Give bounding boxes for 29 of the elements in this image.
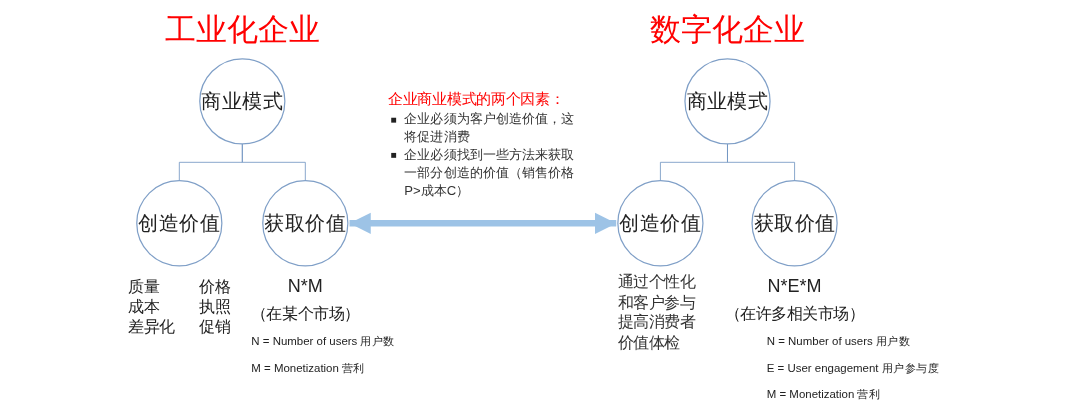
bullet-text: 企业必须为客户创造价值，这将促进消费 <box>388 110 579 146</box>
definition-text: N = Number of users 用户数 <box>767 334 911 348</box>
note-text: 质量 <box>128 277 161 298</box>
note-text: 差异化 <box>128 317 176 338</box>
arrow <box>349 212 617 234</box>
formula-text: N*M <box>288 275 324 297</box>
node-circle: 商业模式 <box>684 58 772 145</box>
note-text: （在某个市场） <box>251 304 361 322</box>
node-circle: 创造价值 <box>617 180 704 267</box>
note-text: 成本 <box>128 297 161 318</box>
connector <box>242 143 307 182</box>
node-circle: 商业模式 <box>199 58 286 145</box>
node-circle: 创造价值 <box>136 180 223 267</box>
definition-text: M = Monetization 营利 <box>767 387 881 401</box>
note-text: 促销 <box>199 317 231 338</box>
note-text: 执照 <box>199 297 231 318</box>
note-text: 通过个性化和客户参与提高消费者价值体检 <box>618 272 697 353</box>
definition-text: N = Number of users 用户数 <box>251 334 396 348</box>
definition-text: M = Monetization 营利 <box>251 361 366 375</box>
formula-text: N*E*M <box>768 275 822 297</box>
node-circle: 获取价值 <box>262 180 349 267</box>
bullet-text: 企业必须找到一些方法来获取一部分创造的价值（销售价格P>成本C） <box>388 146 579 199</box>
note-text: 价格 <box>199 277 231 298</box>
node-circle: 获取价值 <box>751 180 839 267</box>
note-heading: 企业商业模式的两个因素： <box>388 89 567 110</box>
note-text: （在许多相关市场） <box>725 304 865 322</box>
connector <box>727 143 796 182</box>
section-title: 工业化企业 <box>165 12 321 47</box>
definition-text: E = User engagement 用户参与度 <box>767 361 940 375</box>
